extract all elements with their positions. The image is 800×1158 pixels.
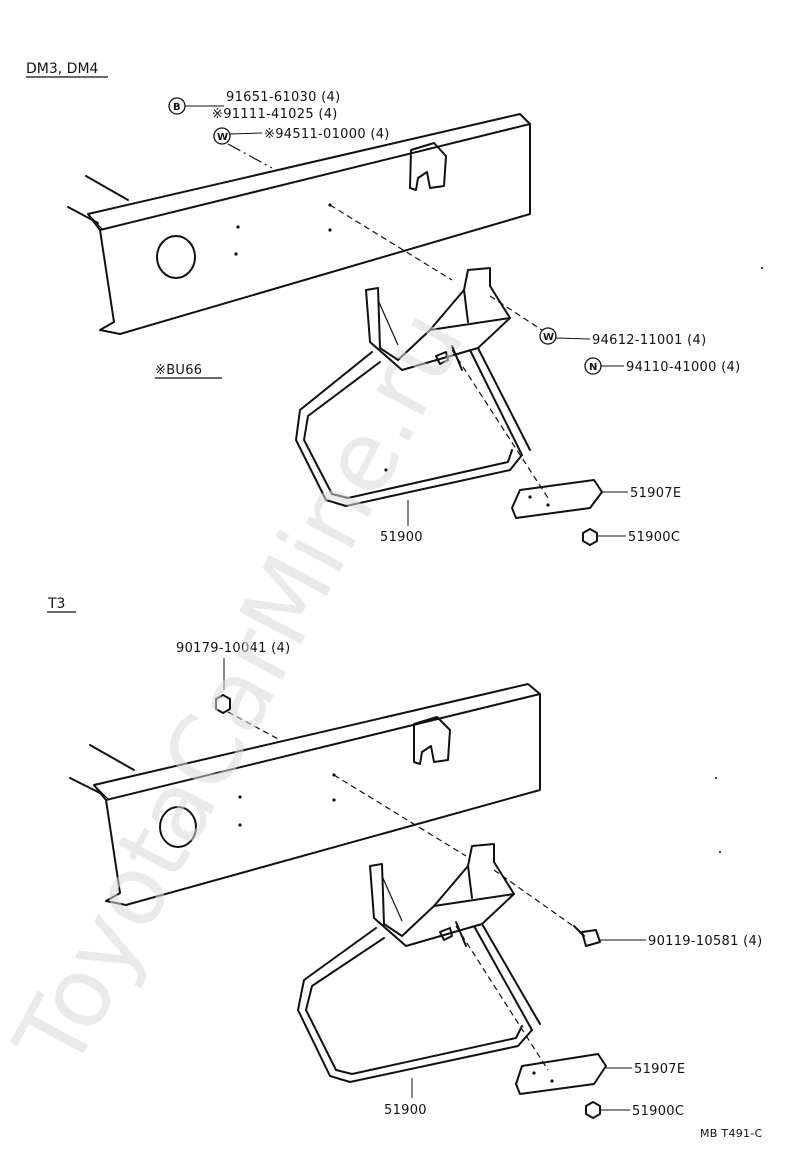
callout-symbol-w-icon	[213, 127, 231, 145]
callout-51907e: 51907E	[630, 486, 681, 501]
callout-94612-11001: 94612-11001 (4)	[592, 333, 706, 348]
section-dm3-dm4: DM3, DM4	[26, 61, 740, 546]
frame-hole	[156, 235, 196, 279]
bolt-90119-icon	[573, 925, 601, 947]
callout-51900c: 51900C	[632, 1104, 684, 1119]
callout-91111-41025: ※91111-41025 (4)	[212, 107, 338, 122]
plate-51907e	[511, 479, 603, 519]
frame-hole	[159, 806, 197, 848]
callout-51907e: 51907E	[634, 1062, 685, 1077]
callout-51900c: 51900C	[628, 530, 680, 545]
callout-90119-10581: 90119-10581 (4)	[648, 934, 762, 949]
callout-94511-01000: ※94511-01000 (4)	[264, 127, 390, 142]
frame-rail	[67, 113, 531, 335]
section-title: T3	[47, 596, 65, 612]
spare-tire-carrier	[295, 267, 531, 507]
diagram-code: MB T491-C	[700, 1127, 763, 1140]
section-title: DM3, DM4	[26, 61, 99, 77]
plate-51907e	[515, 1053, 607, 1095]
callout-91651-61030: 91651-61030 (4)	[226, 90, 340, 105]
nut-51900c-icon	[585, 1101, 601, 1119]
callout-symbol-w-2: W	[543, 332, 554, 343]
callout-90179-10041: 90179-10041 (4)	[176, 641, 290, 656]
nut-90179-icon	[215, 694, 231, 714]
section-t3: T3	[47, 596, 762, 1119]
callout-symbol-n: N	[589, 362, 597, 373]
callout-symbol-w-icon-2	[539, 327, 557, 345]
frame-rail	[69, 683, 541, 906]
callout-symbol-b: B	[173, 102, 181, 113]
callout-51900: 51900	[384, 1103, 427, 1118]
callout-94110-41000: 94110-41000 (4)	[626, 360, 740, 375]
frame-bracket	[409, 142, 447, 191]
callout-symbol-w: W	[217, 132, 228, 143]
note-bu66: ※BU66	[155, 363, 202, 378]
watermark: ToyotaCarMine.ru	[0, 293, 486, 1087]
frame-bracket	[413, 716, 451, 765]
nut-51900c-icon	[582, 528, 598, 546]
callout-51900: 51900	[380, 530, 423, 545]
spare-tire-carrier	[297, 843, 541, 1083]
